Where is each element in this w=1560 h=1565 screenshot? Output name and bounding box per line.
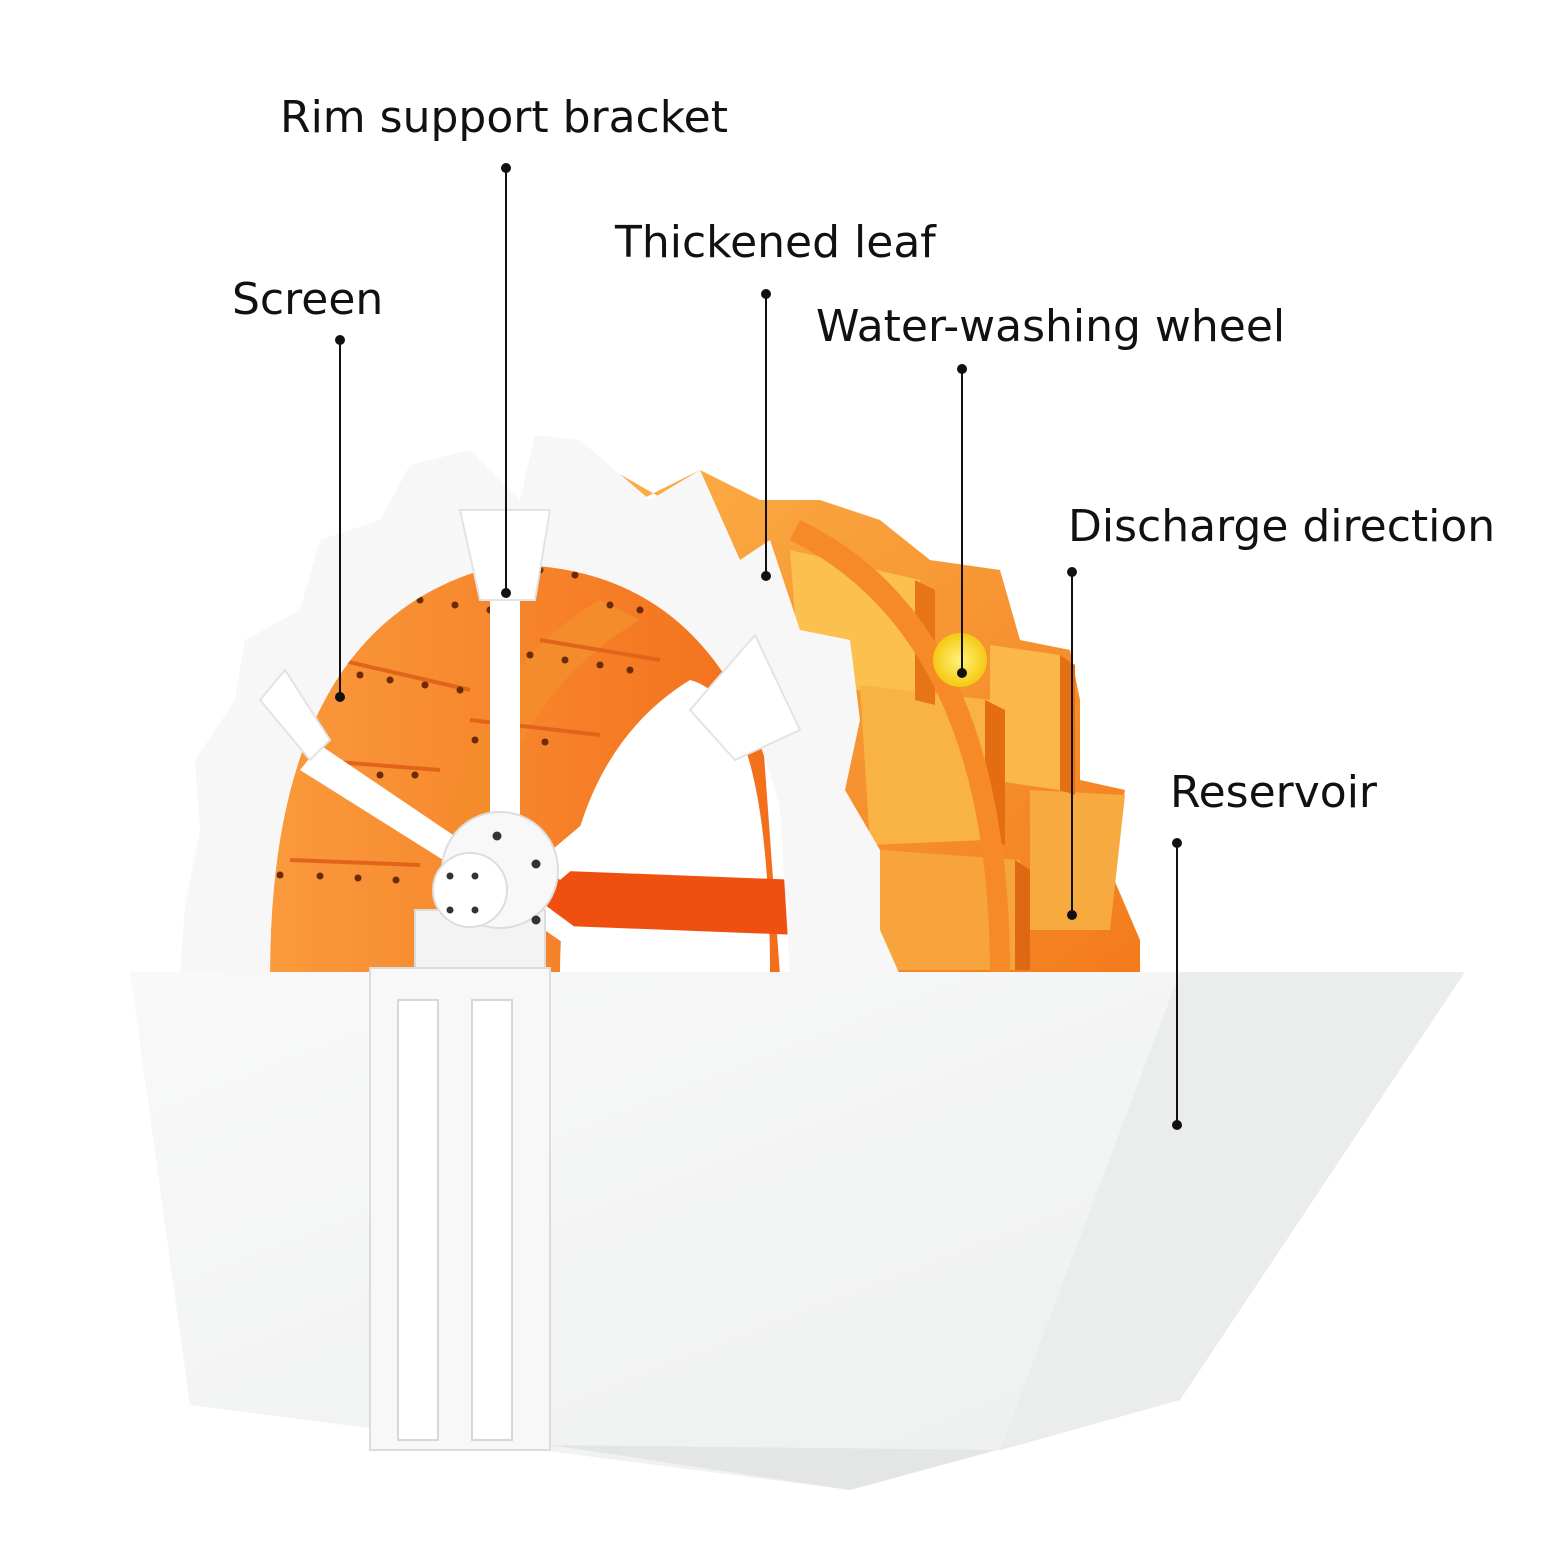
leader-dots bbox=[335, 163, 1182, 1130]
leader-lines bbox=[339, 168, 1178, 1125]
label-water-washing-wheel: Water-washing wheel bbox=[816, 301, 1286, 352]
label-thickened-leaf: Thickened leaf bbox=[615, 217, 936, 268]
label-reservoir: Reservoir bbox=[1170, 767, 1378, 818]
axle-shaft bbox=[540, 870, 800, 935]
front-rim-frame bbox=[180, 435, 900, 976]
label-rim-support-bracket: Rim support bracket bbox=[280, 92, 728, 143]
label-screen: Screen bbox=[232, 274, 384, 325]
wheel-badge bbox=[933, 633, 987, 687]
label-discharge-direction: Discharge direction bbox=[1068, 501, 1496, 552]
reservoir-tank bbox=[130, 967, 1465, 1490]
